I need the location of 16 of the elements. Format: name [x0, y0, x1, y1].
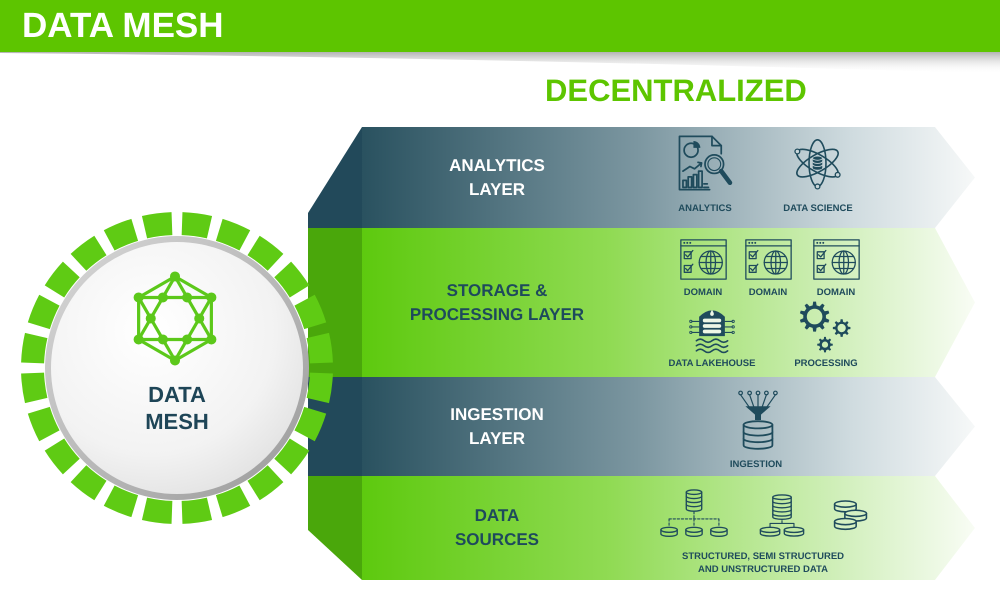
- icon-caption: DATA SCIENCE: [783, 202, 853, 215]
- icon-caption: INGESTION: [730, 458, 782, 471]
- icon-caption: DOMAIN: [684, 286, 722, 299]
- layer-title: INGESTION LAYER: [449, 404, 545, 450]
- icon-caption: DOMAIN: [748, 286, 788, 299]
- icon-caption: DATA LAKEHOUSE: [668, 357, 756, 370]
- diagram-title: DATA MESH: [22, 8, 224, 43]
- layer-title: DATA SOURCES: [454, 505, 540, 551]
- icon-caption: DOMAIN: [816, 286, 856, 299]
- hub-label: DATA MESH: [144, 381, 210, 435]
- layer-title: ANALYTICS LAYER: [448, 154, 546, 200]
- icon-caption: PROCESSING: [794, 357, 858, 370]
- icon-caption: STRUCTURED, SEMI STRUCTURED AND UNSTRUCTURED DATA: [680, 550, 846, 576]
- layer-title: STORAGE & PROCESSING LAYER: [408, 280, 586, 326]
- section-heading: DECENTRALIZED: [545, 75, 807, 106]
- icon-caption: ANALYTICS: [678, 202, 732, 215]
